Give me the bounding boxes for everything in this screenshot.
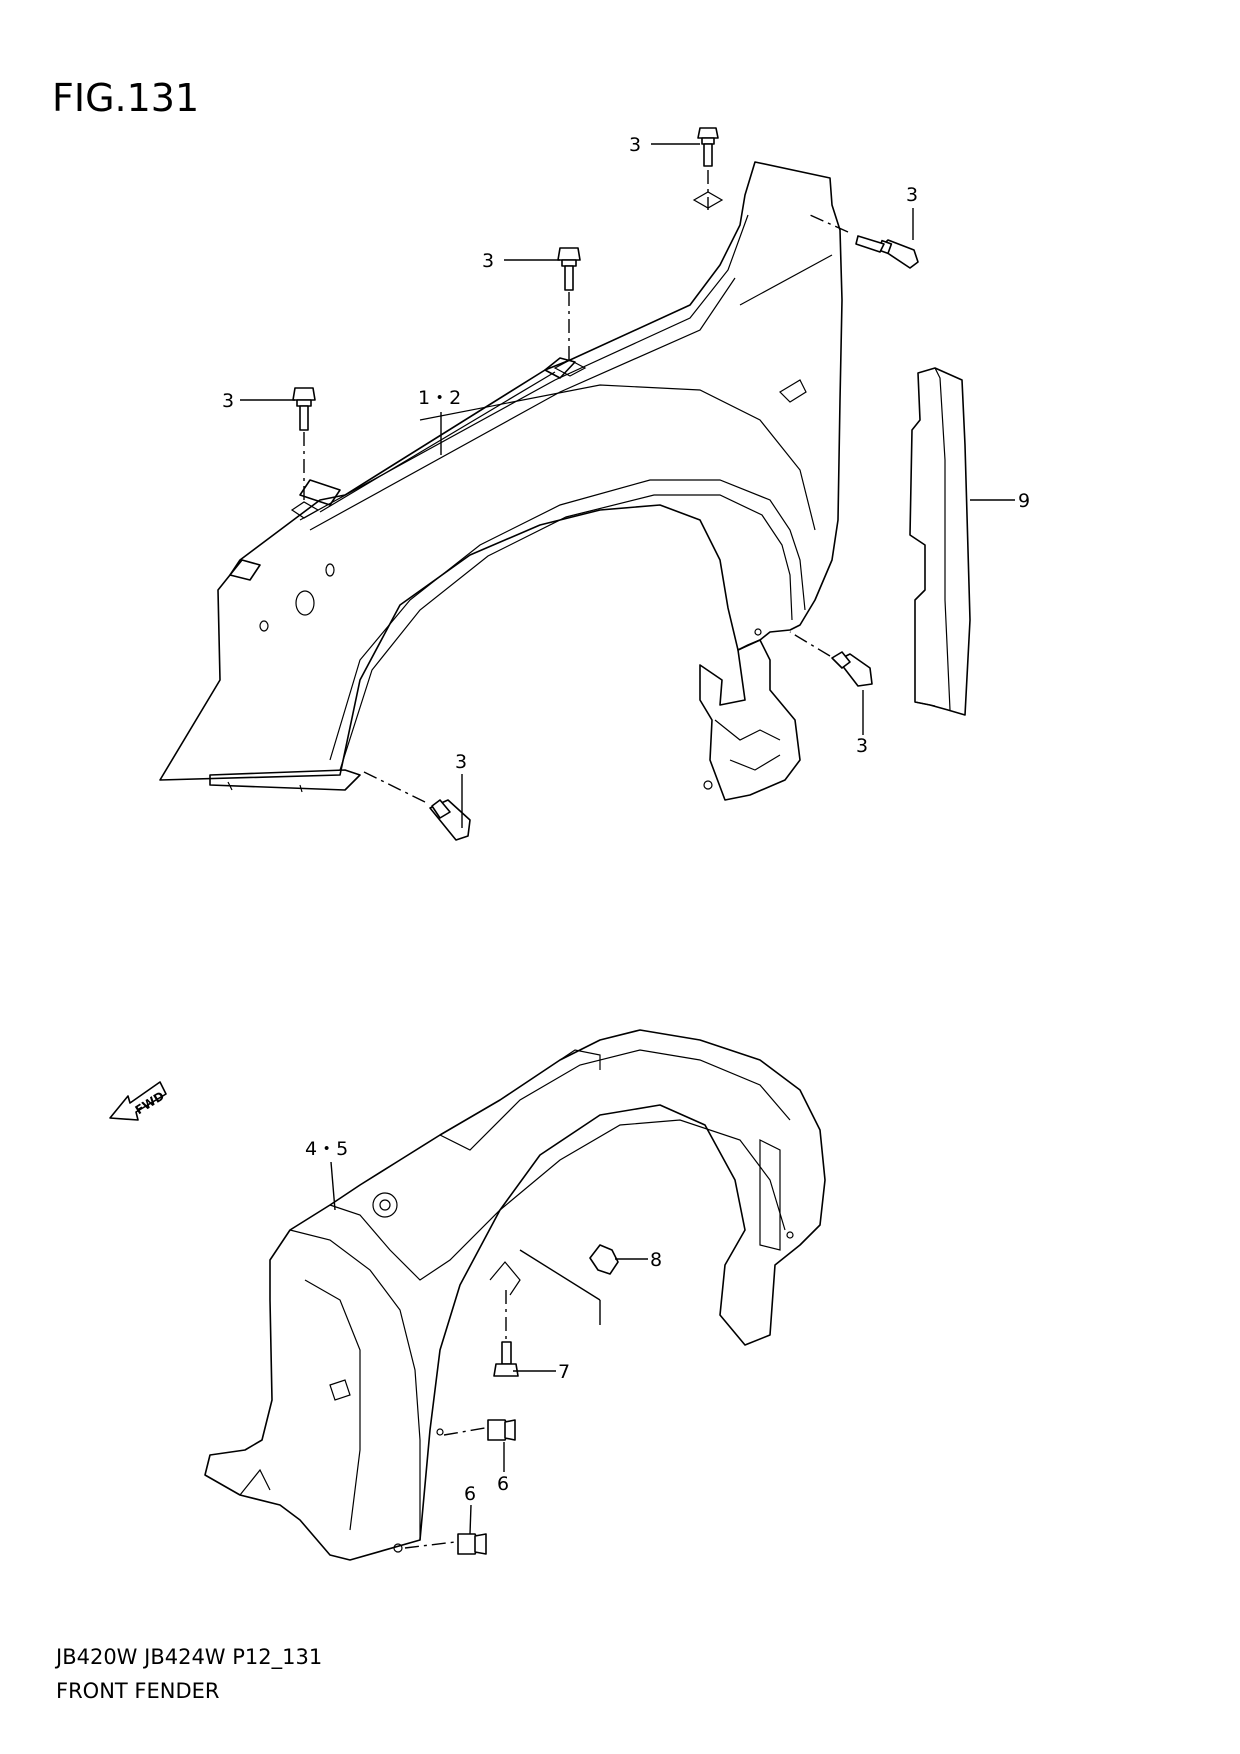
callout-clip-6b: 6 — [464, 1483, 476, 1505]
callout-bolt-top: 3 — [629, 134, 641, 156]
callout-clip-6a: 6 — [497, 1473, 509, 1495]
fender-seal — [909, 367, 971, 716]
bolt-left — [290, 387, 320, 519]
callout-bolt-right-lower: 3 — [856, 735, 868, 757]
bolt-right-lower — [789, 631, 873, 687]
bolt-mid — [553, 247, 587, 377]
callout-bolt-bottom: 3 — [455, 751, 467, 773]
clip-8 — [589, 1244, 619, 1275]
callout-liner: 4・5 — [305, 1138, 348, 1160]
bolt-top — [692, 127, 724, 210]
callout-seal: 9 — [1018, 490, 1030, 512]
callout-bolt-left: 3 — [222, 390, 234, 412]
screw-7 — [493, 1290, 519, 1377]
inner-fender-liner — [204, 1029, 826, 1561]
callout-clip-8: 8 — [650, 1249, 662, 1271]
callout-screw-7: 7 — [558, 1361, 570, 1383]
figure-title: FIG.131 — [52, 76, 200, 120]
clip-6b — [404, 1533, 487, 1555]
bolt-right-top — [809, 214, 919, 269]
clip-6a — [443, 1419, 516, 1441]
footer-model-code: JB420W JB424W P12_131 — [56, 1645, 323, 1669]
bolt-bottom — [359, 769, 471, 841]
footer-diagram-name: FRONT FENDER — [56, 1679, 220, 1703]
callout-fender: 1・2 — [418, 387, 461, 409]
callout-bolt-right-top: 3 — [906, 184, 918, 206]
callout-bolt-mid: 3 — [482, 250, 494, 272]
fwd-arrow-icon: FWD — [109, 1081, 167, 1121]
front-fender — [159, 161, 843, 801]
